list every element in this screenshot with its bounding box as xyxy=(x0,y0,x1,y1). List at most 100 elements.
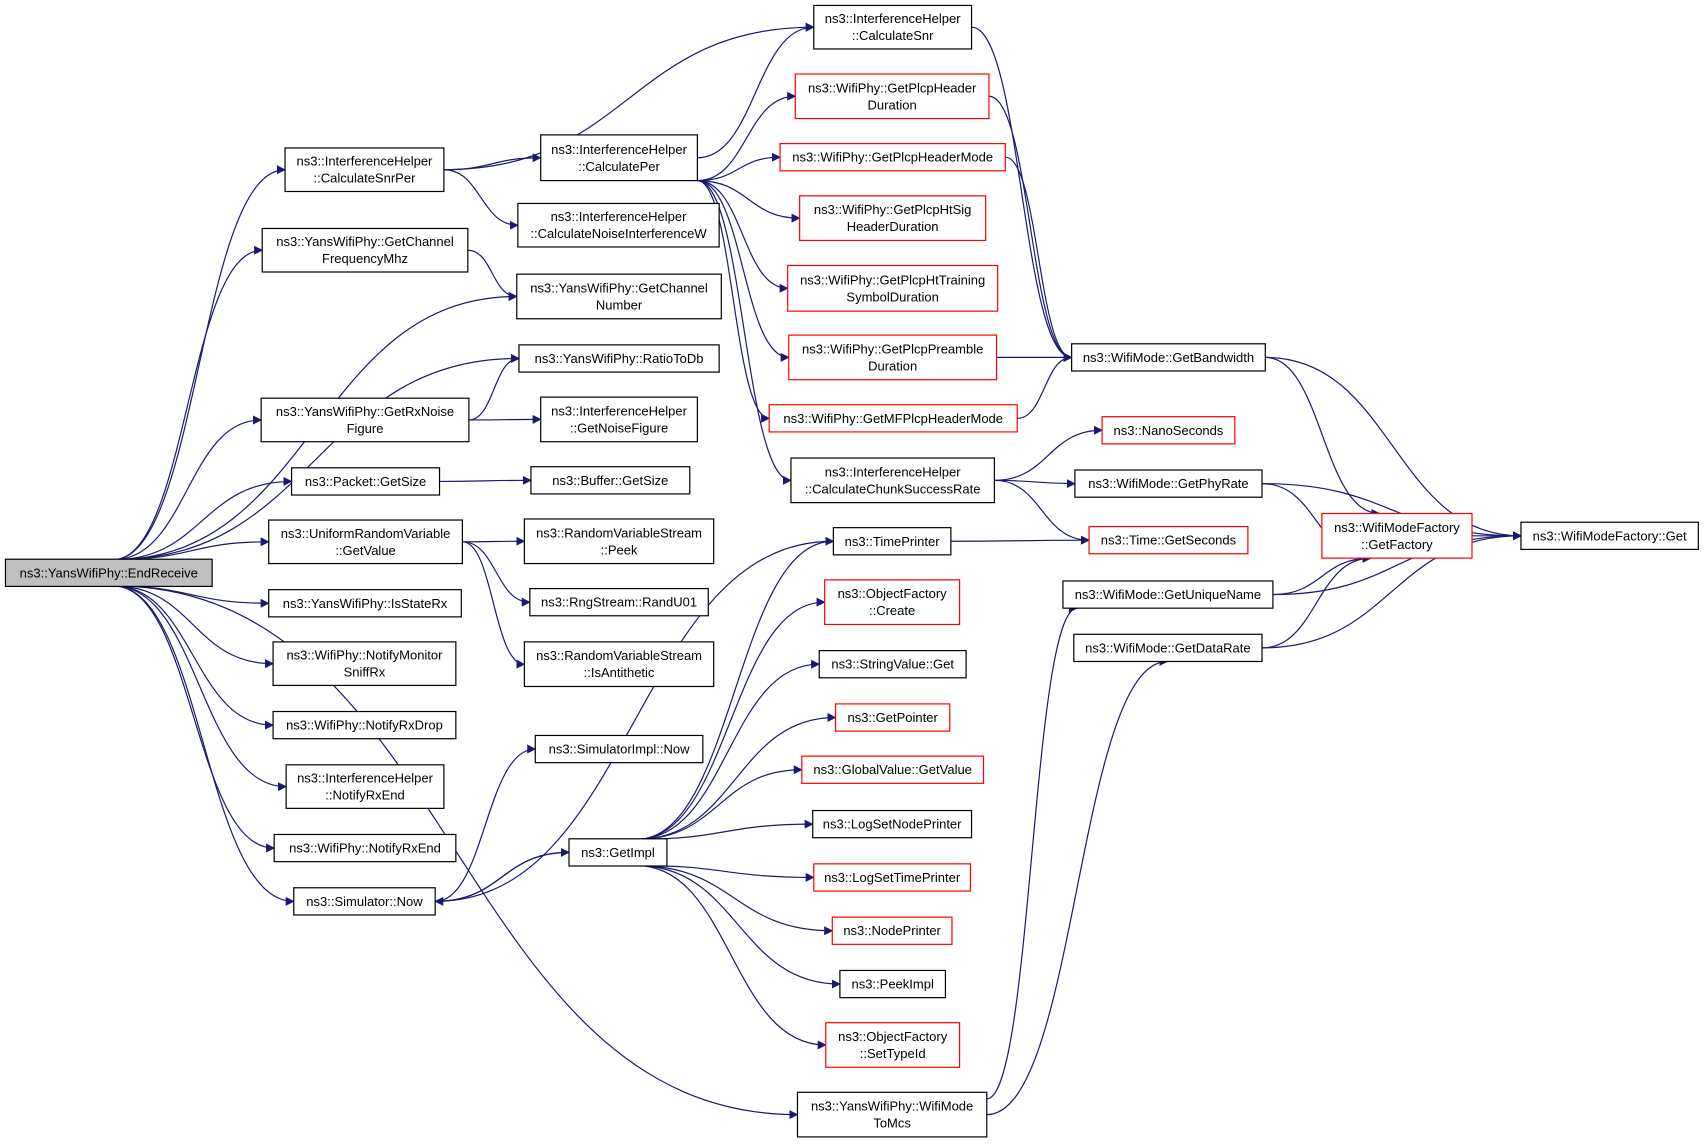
node-box xyxy=(790,457,995,504)
node-plcpHtTrain[interactable]: ns3::WifiPhy::GetPlcpHtTrainingSymbolDur… xyxy=(787,264,999,312)
node-label: ::IsAntithetic xyxy=(584,665,655,680)
node-peekImpl[interactable]: ns3::PeekImpl xyxy=(839,969,947,999)
node-box xyxy=(1520,521,1699,551)
node-box xyxy=(268,519,463,565)
node-notifyRxDrop[interactable]: ns3::WifiPhy::NotifyRxDrop xyxy=(272,710,457,740)
node-label: ns3::YansWifiPhy::GetChannel xyxy=(276,234,454,249)
call-edge-endReceive-to-ihNotifyRxEnd xyxy=(113,585,288,792)
node-label: SniffRx xyxy=(344,665,386,680)
call-edge-getUniqueName-to-wmfGetFactory xyxy=(1272,553,1372,596)
node-label: ns3::LogSetTimePrinter xyxy=(824,870,961,885)
node-rvsPeek[interactable]: ns3::RandomVariableStream::Peek xyxy=(523,518,715,565)
node-calcNoiseW[interactable]: ns3::InterferenceHelper::CalculateNoiseI… xyxy=(517,202,720,248)
node-box xyxy=(293,887,436,916)
node-wmfGetFactory[interactable]: ns3::WifiModeFactory::GetFactory xyxy=(1321,512,1473,559)
node-pktGetSize[interactable]: ns3::Packet::GetSize xyxy=(290,467,441,496)
node-label: ns3::WifiPhy::NotifyMonitor xyxy=(286,648,443,663)
node-wpNotifyRxEnd[interactable]: ns3::WifiPhy::NotifyRxEnd xyxy=(273,833,457,863)
node-box xyxy=(1071,343,1266,372)
node-nanoSec[interactable]: ns3::NanoSeconds xyxy=(1101,416,1236,445)
call-edge-timePrinter-to-getSeconds xyxy=(950,535,1090,545)
node-chunkRate[interactable]: ns3::InterferenceHelper::CalculateChunkS… xyxy=(790,457,995,504)
node-label: ns3::InterferenceHelper xyxy=(297,154,434,169)
node-label: ns3::YansWifiPhy::WifiMode xyxy=(811,1099,973,1114)
call-edge-getBandwidth-to-wmfGet xyxy=(1265,356,1522,541)
node-box xyxy=(788,334,998,381)
node-getPointer[interactable]: ns3::GetPointer xyxy=(834,703,951,732)
call-edge-chunkRate-to-getSeconds xyxy=(994,479,1090,545)
node-box xyxy=(825,1022,961,1068)
node-uniGetValue[interactable]: ns3::UniformRandomVariable::GetValue xyxy=(268,519,463,565)
node-gvGetValue[interactable]: ns3::GlobalValue::GetValue xyxy=(801,755,985,784)
node-getBandwidth[interactable]: ns3::WifiMode::GetBandwidth xyxy=(1071,343,1266,372)
node-box xyxy=(813,863,972,892)
node-calcPer[interactable]: ns3::InterferenceHelper::CalculatePer xyxy=(540,134,698,182)
node-label: ns3::RandomVariableStream xyxy=(536,648,702,663)
node-ihNotifyRxEnd[interactable]: ns3::InterferenceHelper::NotifyRxEnd xyxy=(285,764,445,809)
call-edge-calcPer-to-calcSnr xyxy=(697,22,815,159)
node-box xyxy=(1074,469,1263,498)
node-label: ns3::RandomVariableStream xyxy=(536,525,702,540)
node-simNow[interactable]: ns3::Simulator::Now xyxy=(293,887,436,916)
node-box xyxy=(813,4,973,50)
node-label: ::CalculateSnr xyxy=(852,28,934,43)
node-box xyxy=(796,1091,988,1138)
node-nodePrinter[interactable]: ns3::NodePrinter xyxy=(831,916,953,945)
node-label: ns3::Time::GetSeconds xyxy=(1101,533,1237,548)
node-box xyxy=(818,649,967,679)
node-label: ns3::WifiPhy::GetPlcpPreamble xyxy=(802,341,983,356)
node-bufGetSize[interactable]: ns3::Buffer::GetSize xyxy=(530,466,691,495)
node-getUniqueName[interactable]: ns3::WifiMode::GetUniqueName xyxy=(1062,580,1274,609)
node-getPhyRate[interactable]: ns3::WifiMode::GetPhyRate xyxy=(1074,469,1263,498)
node-label: ns3::WifiMode::GetUniqueName xyxy=(1075,587,1261,602)
call-edge-calcPer-to-plcpHdrMode xyxy=(697,152,781,182)
node-box xyxy=(1073,633,1263,663)
node-label: ns3::WifiMode::GetDataRate xyxy=(1085,640,1250,655)
node-randU01[interactable]: ns3::RngStream::RandU01 xyxy=(529,587,709,617)
node-label: ns3::LogSetNodePrinter xyxy=(823,817,962,832)
node-box xyxy=(534,734,704,764)
node-label: ns3::WifiPhy::GetPlcpHeaderMode xyxy=(792,150,993,165)
node-strGet[interactable]: ns3::StringValue::Get xyxy=(818,649,967,679)
node-logNode[interactable]: ns3::LogSetNodePrinter xyxy=(812,809,973,839)
node-getImpl[interactable]: ns3::GetImpl xyxy=(568,838,668,867)
node-calcSnr[interactable]: ns3::InterferenceHelper::CalculateSnr xyxy=(813,4,973,50)
node-label: ns3::RngStream::RandU01 xyxy=(541,595,697,610)
node-ofCreate[interactable]: ns3::ObjectFactory::Create xyxy=(824,579,961,626)
function-nodes: ns3::YansWifiPhy::EndReceivens3::Interfe… xyxy=(4,4,1699,1138)
call-edge-getUniqueName-to-wmfGet xyxy=(1272,531,1522,596)
node-ofSetType[interactable]: ns3::ObjectFactory::SetTypeId xyxy=(825,1022,961,1068)
node-isStateRx[interactable]: ns3::YansWifiPhy::IsStateRx xyxy=(268,589,462,618)
node-ratioToDb[interactable]: ns3::YansWifiPhy::RatioToDb xyxy=(518,344,720,373)
node-getSeconds[interactable]: ns3::Time::GetSeconds xyxy=(1088,525,1249,555)
node-box xyxy=(273,833,457,863)
node-simImplNow[interactable]: ns3::SimulatorImpl::Now xyxy=(534,734,704,764)
call-edge-calcSnr-to-getBandwidth xyxy=(971,26,1073,362)
node-plcpHdrMode[interactable]: ns3::WifiPhy::GetPlcpHeaderMode xyxy=(779,143,1006,172)
node-getDataRate[interactable]: ns3::WifiMode::GetDataRate xyxy=(1073,633,1263,663)
node-mfPlcpHdr[interactable]: ns3::WifiPhy::GetMFPlcpHeaderMode xyxy=(768,404,1018,433)
node-wmfGet[interactable]: ns3::WifiModeFactory::Get xyxy=(1520,521,1699,551)
call-edge-uniGetValue-to-isAntithetic xyxy=(462,541,526,669)
call-edge-getBandwidth-to-wmfGetFactory xyxy=(1265,356,1381,518)
node-label: ns3::UniformRandomVariable xyxy=(281,526,451,541)
node-logTime[interactable]: ns3::LogSetTimePrinter xyxy=(813,863,972,892)
node-box xyxy=(1062,580,1274,609)
node-timePrinter[interactable]: ns3::TimePrinter xyxy=(832,527,952,556)
node-getNoiseFig[interactable]: ns3::InterferenceHelper::GetNoiseFigure xyxy=(540,396,698,443)
call-edge-simNow-to-timePrinter xyxy=(435,536,835,902)
node-label: ns3::YansWifiPhy::EndReceive xyxy=(20,565,198,580)
node-calcSnrPer[interactable]: ns3::InterferenceHelper::CalculateSnrPer xyxy=(284,147,445,193)
node-isAntithetic[interactable]: ns3::RandomVariableStream::IsAntithetic xyxy=(523,641,715,688)
node-box xyxy=(1088,525,1249,555)
node-endReceive[interactable]: ns3::YansWifiPhy::EndReceive xyxy=(4,558,213,588)
node-label: ns3::InterferenceHelper xyxy=(825,11,962,26)
